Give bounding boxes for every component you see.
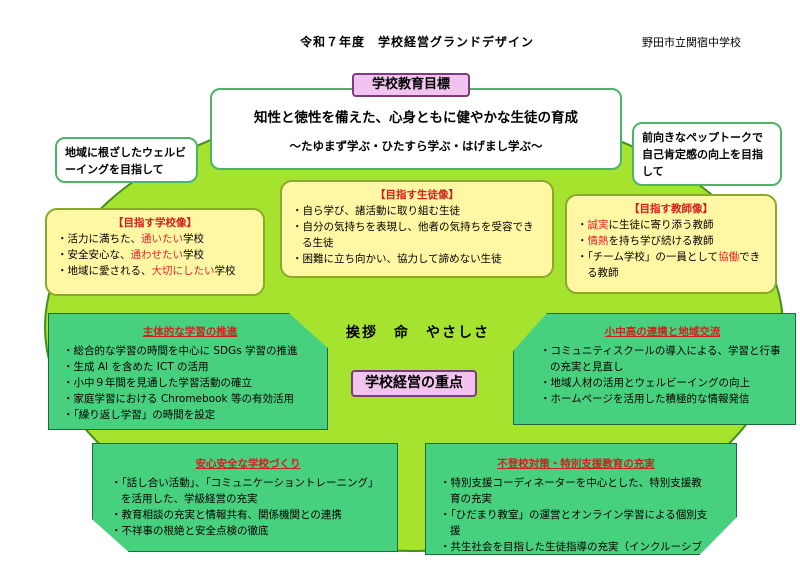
school-image-box: 【目指す学校像】 活力に満ちた、通いたい学校 安全安心な、通わせたい学校 地域に… (45, 208, 265, 296)
list-item: 地域人材の活用とウェルビーイングの向上 (540, 375, 785, 391)
slogan-text: 挨拶 命 やさしさ (346, 325, 490, 341)
list-item: 特別支援コーディネーターを中心とした、特別支援教育の充実 (440, 475, 712, 507)
center-label: 学校経営の重点 (351, 370, 477, 397)
focus-learning-box: 主体的な学習の推進 総合的な学習の時間を中心に SDGs 学習の推進 生成 AI… (48, 313, 328, 430)
list-item: ホームページを活用した積極的な情報発信 (540, 391, 785, 407)
list-item: 総合的な学習の時間を中心に SDGs 学習の推進 (63, 343, 317, 359)
list-item: 活力に満ちた、通いたい学校 (57, 231, 253, 247)
list-item: 誠実に生徒に寄り添う教師 (577, 217, 765, 233)
list-item: 家庭学習における Chromebook 等の有効活用 (63, 391, 317, 407)
list-item: 地域に愛される、大切にしたい学校 (57, 263, 253, 279)
list-item: 「繰り返し学習」の時間を設定 (63, 407, 317, 423)
school-image-heading: 【目指す学校像】 (113, 217, 197, 229)
list-item: 生成 AI を含めた ICT の活用 (63, 359, 317, 375)
focus-support-heading: 不登校対策・特別支援教育の充実 (497, 458, 655, 470)
list-item: 共生社会を目指した生徒指導の充実（インクルーシブ教育） (440, 539, 712, 555)
list-item: 自ら学び、諸活動に取り組む生徒 (292, 203, 542, 219)
goal-sub-text: ～たゆまず学ぶ・ひたすら学ぶ・はげまし学ぶ～ (289, 139, 543, 153)
student-image-heading: 【目指す生徒像】 (375, 189, 459, 201)
list-item: 小中９年間を見通した学習活動の確立 (63, 375, 317, 391)
side-left-box: 地域に根ざしたウェルビーイングを目指して (55, 137, 198, 183)
side-right-box: 前向きなペップトークで自己肯定感の向上を目指して (632, 122, 782, 186)
focus-community-box: 小中高の連携と地域交流 コミュニティスクールの導入による、学習と行事の充実と見直… (513, 313, 796, 425)
list-item: 「話し合い活動」、「コミュニケーショントレーニング」を活用した、学級経営の充実 (111, 475, 385, 507)
list-item: 「チーム学校」の一員として協働できる教師 (577, 249, 765, 281)
focus-support-box: 不登校対策・特別支援教育の充実 特別支援コーディネーターを中心とした、特別支援教… (425, 443, 737, 555)
student-image-box: 【目指す生徒像】 自ら学び、諸活動に取り組む生徒 自分の気持ちを表現し、他者の気… (280, 180, 554, 278)
goal-main-text: 知性と徳性を備えた、心身ともに健やかな生徒の育成 (254, 110, 578, 126)
list-item: 困難に立ち向かい、協力して諦めない生徒 (292, 251, 542, 267)
list-item: 教育相談の充実と情報共有、関係機関との連携 (111, 507, 385, 523)
teacher-image-heading: 【目指す教師像】 (629, 203, 713, 215)
list-item: コミュニティスクールの導入による、学習と行事の充実と見直し (540, 343, 785, 375)
page-title: 令和７年度 学校経営グランドデザイン (300, 35, 535, 49)
focus-safety-box: 安心安全な学校づくり 「話し合い活動」、「コミュニケーショントレーニング」を活用… (92, 443, 398, 552)
list-item: 自分の気持ちを表現し、他者の気持ちを受容できる生徒 (292, 219, 542, 251)
focus-community-heading: 小中高の連携と地域交流 (604, 326, 721, 338)
focus-learning-heading: 主体的な学習の推進 (142, 326, 238, 338)
list-item: 情熱を持ち学び続ける教師 (577, 233, 765, 249)
list-item: 「ひだまり教室」の運営とオンライン学習による個別支援 (440, 507, 712, 539)
list-item: 不祥事の根絶と安全点検の徹底 (111, 523, 385, 539)
goal-label: 学校教育目標 (352, 73, 470, 97)
goal-box: 知性と徳性を備えた、心身ともに健やかな生徒の育成 ～たゆまず学ぶ・ひたすら学ぶ・… (210, 88, 622, 170)
teacher-image-box: 【目指す教師像】 誠実に生徒に寄り添う教師 情熱を持ち学び続ける教師 「チーム学… (565, 194, 777, 294)
list-item: 安全安心な、通わせたい学校 (57, 247, 253, 263)
focus-safety-heading: 安心安全な学校づくり (195, 458, 301, 470)
school-name: 野田市立関宿中学校 (642, 36, 741, 49)
